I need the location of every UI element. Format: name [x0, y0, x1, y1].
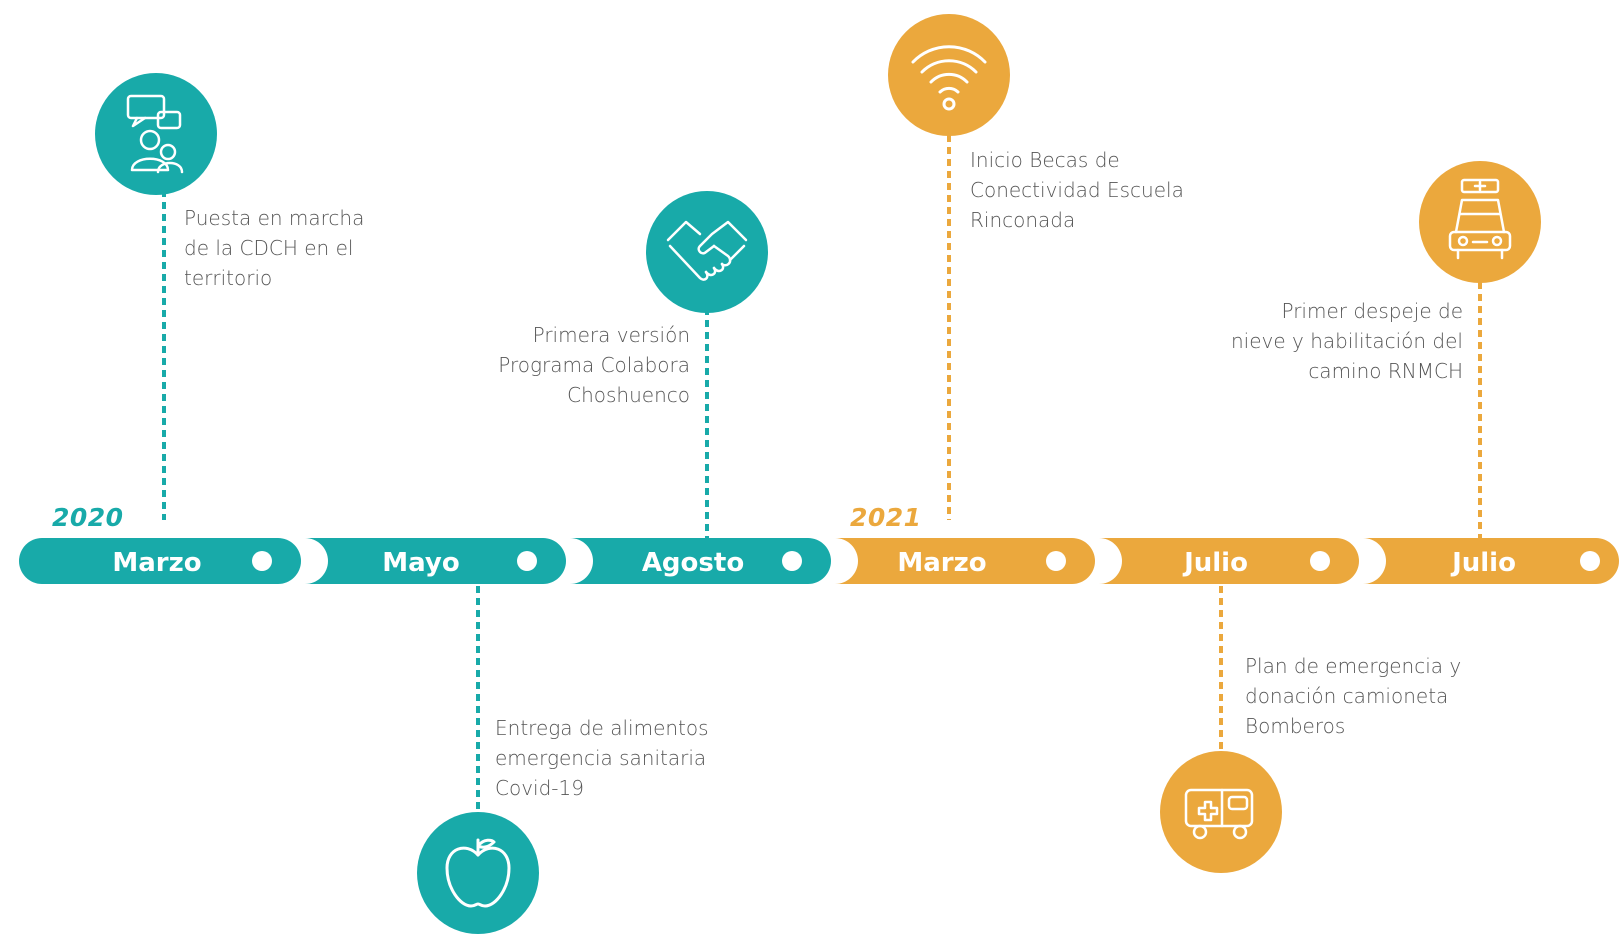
segment-dot — [252, 551, 272, 571]
segment-dot — [782, 551, 802, 571]
segment-label: Marzo — [897, 548, 986, 578]
handshake-icon — [646, 191, 768, 313]
segment-shape — [19, 538, 301, 584]
connectors — [162, 135, 1482, 812]
segment-dot — [517, 551, 537, 571]
segment-1: Marzo — [19, 538, 301, 584]
event-text-6: Primer despeje de nieve y habilitación d… — [1230, 299, 1463, 383]
segment-label: Mayo — [382, 548, 459, 578]
event-text-5: Plan de emergencia y donación camioneta … — [1245, 654, 1462, 738]
snowplow-car-icon — [1419, 161, 1541, 283]
event-text-2: Entrega de alimentos emergencia sanitari… — [495, 716, 709, 800]
segment-shape — [305, 538, 566, 584]
segment-2: Mayo — [305, 538, 566, 584]
event-text-3: Primera versión Programa Colabora Choshu… — [498, 323, 690, 407]
segment-shape — [835, 538, 1095, 584]
segment-4: Marzo — [835, 538, 1095, 584]
segment-shape — [1099, 538, 1359, 584]
segment-shape — [570, 538, 831, 584]
segment-dot — [1310, 551, 1330, 571]
segment-label: Julio — [1450, 548, 1516, 578]
segment-label: Agosto — [642, 548, 744, 578]
apple-icon — [417, 812, 539, 934]
segment-shape — [1363, 538, 1619, 584]
year-label-2021: 2021 — [850, 503, 922, 532]
event-text-4: Inicio Becas de Conectividad Escuela Rin… — [970, 148, 1184, 232]
segment-label: Julio — [1182, 548, 1248, 578]
segment-5: Julio — [1099, 538, 1359, 584]
timeline-bar: Marzo Mayo Agosto Marzo Julio — [19, 538, 1619, 584]
year-label-2020: 2020 — [52, 503, 124, 532]
ambulance-icon — [1160, 751, 1282, 873]
segment-dot — [1046, 551, 1066, 571]
chat-people-icon — [95, 73, 217, 195]
wifi-icon — [888, 14, 1010, 136]
segment-3: Agosto — [570, 538, 831, 584]
segment-dot — [1580, 551, 1600, 571]
segment-6: Julio — [1363, 538, 1619, 584]
segment-label: Marzo — [112, 548, 201, 578]
event-text-1: Puesta en marcha de la CDCH en el territ… — [184, 206, 365, 290]
